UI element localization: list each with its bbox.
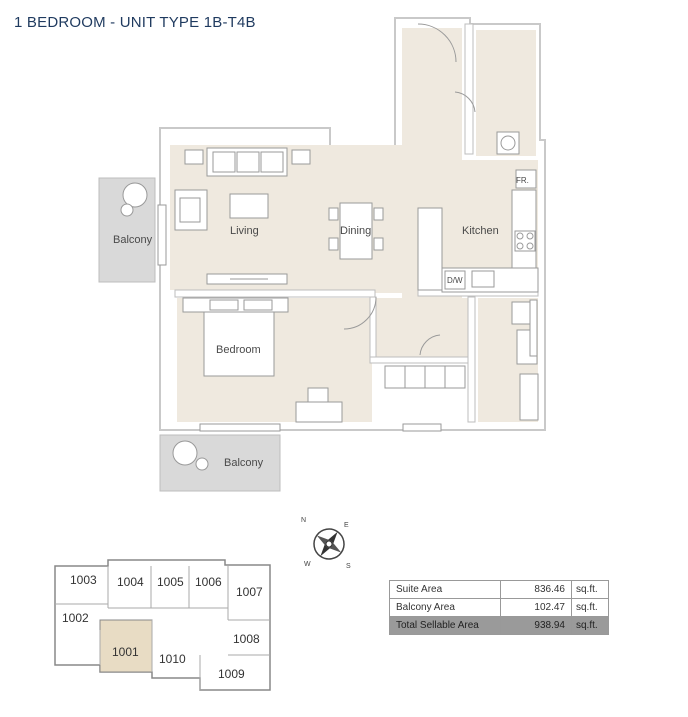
area-value: 836.46: [500, 580, 572, 599]
keyplan: 1003 1004 1005 1006 1007 1002 1008 1001 …: [54, 559, 271, 691]
washer: [496, 131, 520, 155]
desk: [295, 387, 343, 423]
coffee-table: [229, 193, 269, 219]
balcony-top-label: Balcony: [113, 234, 153, 246]
area-unit: sq.ft.: [571, 616, 609, 635]
balcony-bottom-label: Balcony: [224, 457, 264, 469]
compass-w: W: [304, 561, 311, 568]
page-title: 1 BEDROOM - UNIT TYPE 1B-T4B: [14, 14, 256, 31]
bedroom-label: Bedroom: [216, 344, 261, 356]
area-value: 938.94: [500, 616, 572, 635]
keyplan-unit-1004: 1004: [117, 575, 144, 589]
table-row: Suite Area 836.46 sq.ft.: [389, 580, 609, 599]
compass-e: E: [344, 522, 349, 529]
keyplan-unit-1002: 1002: [62, 611, 89, 625]
balcony-bottom: Balcony: [159, 434, 281, 492]
dining-table: [328, 202, 384, 260]
keyplan-unit-1005: 1005: [157, 575, 184, 589]
area-table: Suite Area 836.46 sq.ft. Balcony Area 10…: [389, 580, 609, 635]
area-unit: sq.ft.: [571, 580, 609, 599]
wardrobe: [384, 365, 466, 389]
keyplan-unit-1003: 1003: [70, 573, 97, 587]
keyplan-unit-1007: 1007: [236, 585, 263, 599]
tv-unit: [206, 273, 288, 285]
living-label: Living: [230, 225, 259, 237]
keyplan-unit-1008: 1008: [233, 632, 260, 646]
keyplan-unit-1001: 1001: [112, 645, 139, 659]
kitchen-counter: [417, 169, 539, 293]
bed: [182, 297, 289, 377]
area-value: 102.47: [500, 598, 572, 617]
table-row: Balcony Area 102.47 sq.ft.: [389, 598, 609, 617]
fridge-label: FR.: [516, 176, 529, 185]
kitchen-label: Kitchen: [462, 225, 499, 237]
keyplan-highlight: [99, 619, 153, 673]
area-label: Total Sellable Area: [389, 616, 501, 635]
area-label: Suite Area: [389, 580, 501, 599]
keyplan-unit-1009: 1009: [218, 667, 245, 681]
area-unit: sq.ft.: [571, 598, 609, 617]
table-row-total: Total Sellable Area 938.94 sq.ft.: [389, 616, 609, 635]
compass-n: N: [301, 517, 306, 524]
keyplan-unit-1006: 1006: [195, 575, 222, 589]
balcony-top: Balcony: [98, 177, 156, 283]
keyplan-unit-1010: 1010: [159, 652, 186, 666]
windows: [157, 204, 538, 432]
compass-s: S: [346, 563, 351, 570]
sofa: [184, 147, 311, 177]
armchair: [174, 189, 208, 231]
area-label: Balcony Area: [389, 598, 501, 617]
doors: [343, 23, 476, 356]
dishwasher-label: D/W: [447, 276, 463, 285]
compass-icon: [313, 528, 345, 560]
dining-label: Dining: [340, 225, 371, 237]
